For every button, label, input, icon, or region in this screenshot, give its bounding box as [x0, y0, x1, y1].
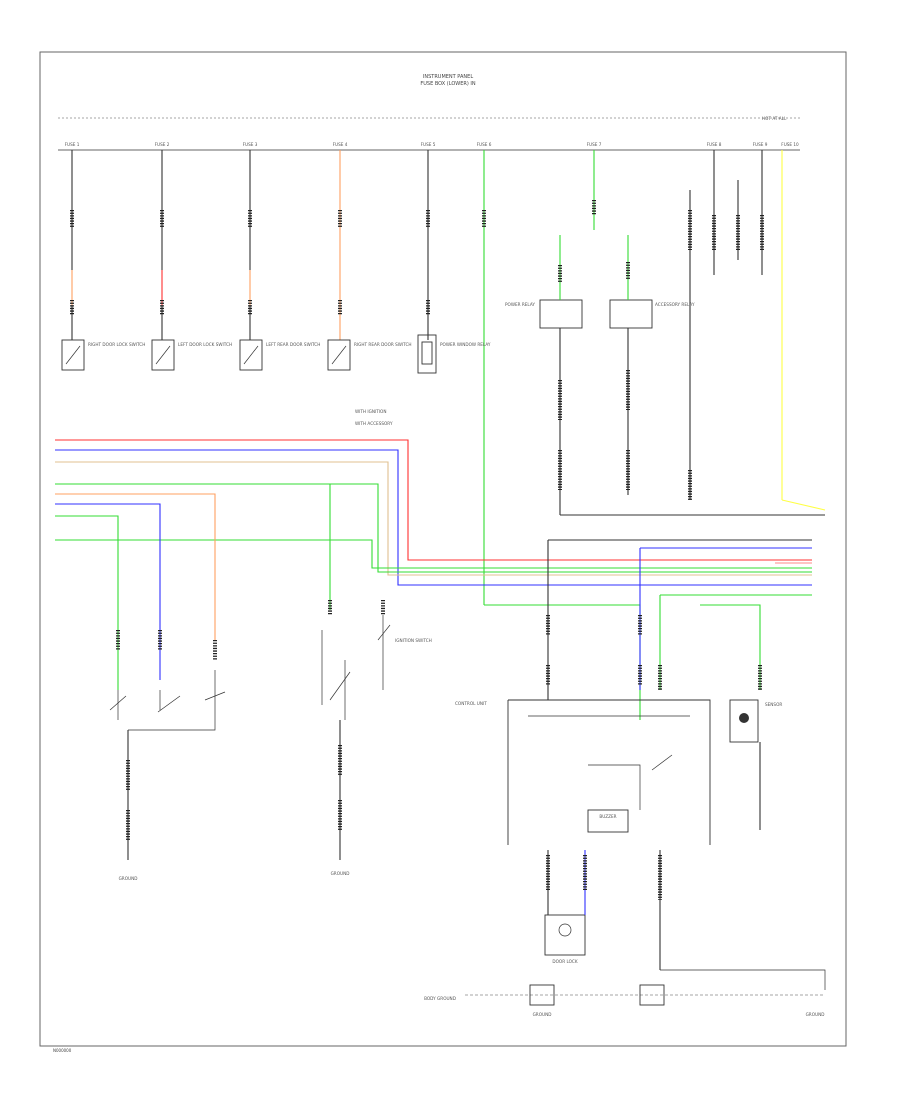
- bottom-ground-box-2: [639, 984, 665, 1006]
- legend-item-2: WITH ACCESSORY: [355, 421, 393, 426]
- door-lock-box: [544, 914, 586, 956]
- lower-left-connectors: [116, 600, 762, 690]
- ignition-switch-label: IGNITION SWITCH: [395, 638, 432, 643]
- door-switch-2: LEFT DOOR LOCK SWITCH: [151, 339, 232, 371]
- sensor-component: SENSOR: [729, 699, 782, 830]
- bottom-ground-box-1: [529, 984, 555, 1006]
- bottom-right-wire: [660, 969, 826, 990]
- fuse-label-4: FUSE 4: [333, 142, 348, 147]
- buzzer-box: [587, 809, 629, 833]
- sensor-dot: [739, 713, 749, 723]
- bottom-ground-label-right: GROUND: [806, 1012, 825, 1017]
- fuse-label-9: FUSE 9: [753, 142, 768, 147]
- power-relay-label: POWER RELAY: [505, 302, 535, 307]
- door-lock-motor-circle: [558, 923, 572, 937]
- fuse-label-1: FUSE 1: [65, 142, 80, 147]
- diagram-title-line2: FUSE BOX (LOWER) IN: [420, 81, 476, 87]
- door-switch-3: LEFT REAR DOOR SWITCH: [239, 339, 320, 371]
- door-lock-motor: DOOR LOCK: [544, 850, 587, 964]
- lower-switch-group: GROUND: [109, 670, 226, 881]
- switch-box-2: [151, 339, 175, 371]
- switch-label-4: RIGHT REAR DOOR SWITCH: [354, 342, 412, 347]
- relay-component-1: POWER WINDOW RELAY: [417, 334, 491, 374]
- bottom-ground-label-mid: GROUND: [533, 1012, 552, 1017]
- fuse-label-2: FUSE 2: [155, 142, 170, 147]
- switch-label-3: LEFT REAR DOOR SWITCH: [266, 342, 320, 347]
- buzzer-label: BUZZER: [599, 814, 616, 819]
- switch-contact-4: [331, 345, 347, 365]
- switch-label-1: RIGHT DOOR LOCK SWITCH: [88, 342, 145, 347]
- yellow-bend: [781, 499, 826, 511]
- relay-label-1: POWER WINDOW RELAY: [440, 342, 491, 347]
- accessory-relay-label: ACCESSORY RELAY: [655, 302, 695, 307]
- harness-orange: [55, 493, 216, 640]
- bottom-ground-chain: BODY GROUND GROUND GROUND: [424, 850, 826, 1017]
- harness-green-3: [55, 515, 119, 690]
- door-lock-label: DOOR LOCK: [552, 959, 577, 964]
- drop-connectors: [70, 200, 764, 500]
- accessory-relay: ACCESSORY RELAY: [609, 235, 695, 495]
- switch-box-3: [239, 339, 263, 371]
- harness-blue: [55, 449, 812, 586]
- ground-label-1: GROUND: [119, 876, 138, 881]
- relay-coil-1: [421, 341, 433, 365]
- harness-red: [55, 439, 812, 561]
- module-outline: [507, 699, 711, 845]
- module-label: CONTROL UNIT: [455, 701, 487, 706]
- diagram-border: [39, 51, 847, 1047]
- switch-box-4: [327, 339, 351, 371]
- switch-box-1: [61, 339, 85, 371]
- legend-item-1: WITH IGNITION: [355, 409, 386, 414]
- door-switch-1: RIGHT DOOR LOCK SWITCH: [61, 339, 145, 371]
- harness-green-1: [55, 483, 812, 573]
- control-module: CONTROL UNIT BUZZER: [455, 699, 711, 845]
- fuse-label-7: FUSE 7: [587, 142, 602, 147]
- module-switch: [651, 754, 673, 771]
- ignition-switch-group: IGNITION SWITCH GROUND: [321, 615, 432, 876]
- lower-switch-2: [157, 695, 181, 713]
- left-harness: [55, 439, 812, 690]
- module-internal-wire: [588, 764, 641, 810]
- fuse-label-6: FUSE 6: [477, 142, 492, 147]
- power-relay-box: [539, 299, 583, 329]
- diagram-code: N000000: [53, 1048, 72, 1053]
- fuse-label-5: FUSE 5: [421, 142, 436, 147]
- ground-label-2: GROUND: [331, 871, 350, 876]
- fuse-label-3: FUSE 3: [243, 142, 258, 147]
- bottom-ground-label-left: BODY GROUND: [424, 996, 456, 1001]
- lower-switch-wires: [117, 670, 216, 731]
- ignition-contact: [329, 671, 351, 701]
- switch-label-2: LEFT DOOR LOCK SWITCH: [178, 342, 232, 347]
- fuse-label-8: FUSE 8: [707, 142, 722, 147]
- fuse-drop-wires: [71, 150, 826, 605]
- harness-tan: [55, 461, 812, 576]
- hot-bus-label: HOT AT ALL: [762, 116, 787, 121]
- power-relay: POWER RELAY: [505, 235, 583, 515]
- green-sensor-feed: [700, 604, 761, 690]
- harness-blue-2: [55, 503, 161, 680]
- sensor-label: SENSOR: [765, 702, 782, 707]
- switch-contact-1: [65, 345, 81, 365]
- door-switch-4: RIGHT REAR DOOR SWITCH: [327, 339, 412, 371]
- diagram-title-line1: INSTRUMENT PANEL: [423, 74, 473, 80]
- accessory-relay-box: [609, 299, 653, 329]
- harness-green-2: [55, 539, 812, 569]
- switch-contact-3: [243, 345, 259, 365]
- relay-box-1: [417, 334, 437, 374]
- ignition-wires: [321, 630, 346, 720]
- sensor-box: [729, 699, 759, 743]
- fuse-label-10: FUSE 10: [781, 142, 799, 147]
- switch-contact-2: [155, 345, 171, 365]
- ignition-contact-2: [377, 624, 391, 641]
- green-feed-module: [484, 604, 641, 720]
